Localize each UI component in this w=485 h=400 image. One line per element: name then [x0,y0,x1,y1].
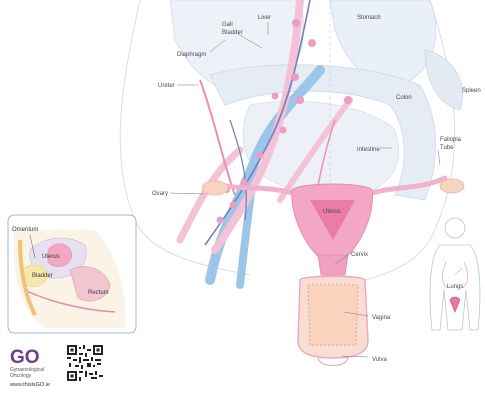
body-figure [430,218,480,330]
svg-text:Liver: Liver [258,15,271,21]
vagina-inner [308,285,358,345]
label-uterus: Uterus [323,209,341,215]
ovary-left [202,181,228,195]
svg-text:Uterus: Uterus [42,254,60,260]
label-fallopian-tube: Fallopia Tube [438,137,462,165]
go-logo: GO [10,345,46,367]
vulva-shape [318,358,348,366]
svg-text:Rectum: Rectum [88,290,109,296]
label-colon: Colon [396,95,412,101]
label-spleen: Spleen [462,88,481,94]
svg-text:Cervix: Cervix [351,252,368,258]
svg-text:Bladder: Bladder [222,30,243,36]
svg-text:Gall: Gall [222,22,233,28]
brand-name: Gynaecological Oncology [10,367,44,379]
svg-text:Intestine: Intestine [357,147,380,153]
svg-text:Ovary: Ovary [152,191,168,197]
label-lungs: Lungs [447,284,463,290]
svg-text:Spleen: Spleen [462,88,481,94]
svg-text:Bladder: Bladder [32,273,53,279]
spleen-shape [425,50,463,110]
brand-name-line2: Oncology [10,373,44,379]
svg-text:Omentum: Omentum [12,227,38,233]
label-stomach: Stomach [357,15,381,21]
brand-url: www.thisisGO.ie [10,382,50,388]
svg-text:Stomach: Stomach [357,15,381,21]
svg-text:GO: GO [10,347,40,367]
svg-text:Vagina: Vagina [372,315,391,321]
label-ovary: Ovary [152,191,204,197]
svg-text:Uterus: Uterus [323,209,341,215]
svg-text:Tube: Tube [440,145,454,151]
svg-text:Ureter: Ureter [158,83,175,89]
svg-text:Diaphragm: Diaphragm [177,52,206,58]
svg-text:Vulva: Vulva [372,357,387,363]
upper-organs [170,0,463,200]
qr-code [67,345,103,381]
label-ureter: Ureter [158,83,198,89]
ovary-right [440,179,464,193]
svg-text:Colon: Colon [396,95,412,101]
svg-text:Fallopia: Fallopia [440,137,462,143]
inset-side-view: Omentum Uterus Bladder Rectum [8,215,136,333]
